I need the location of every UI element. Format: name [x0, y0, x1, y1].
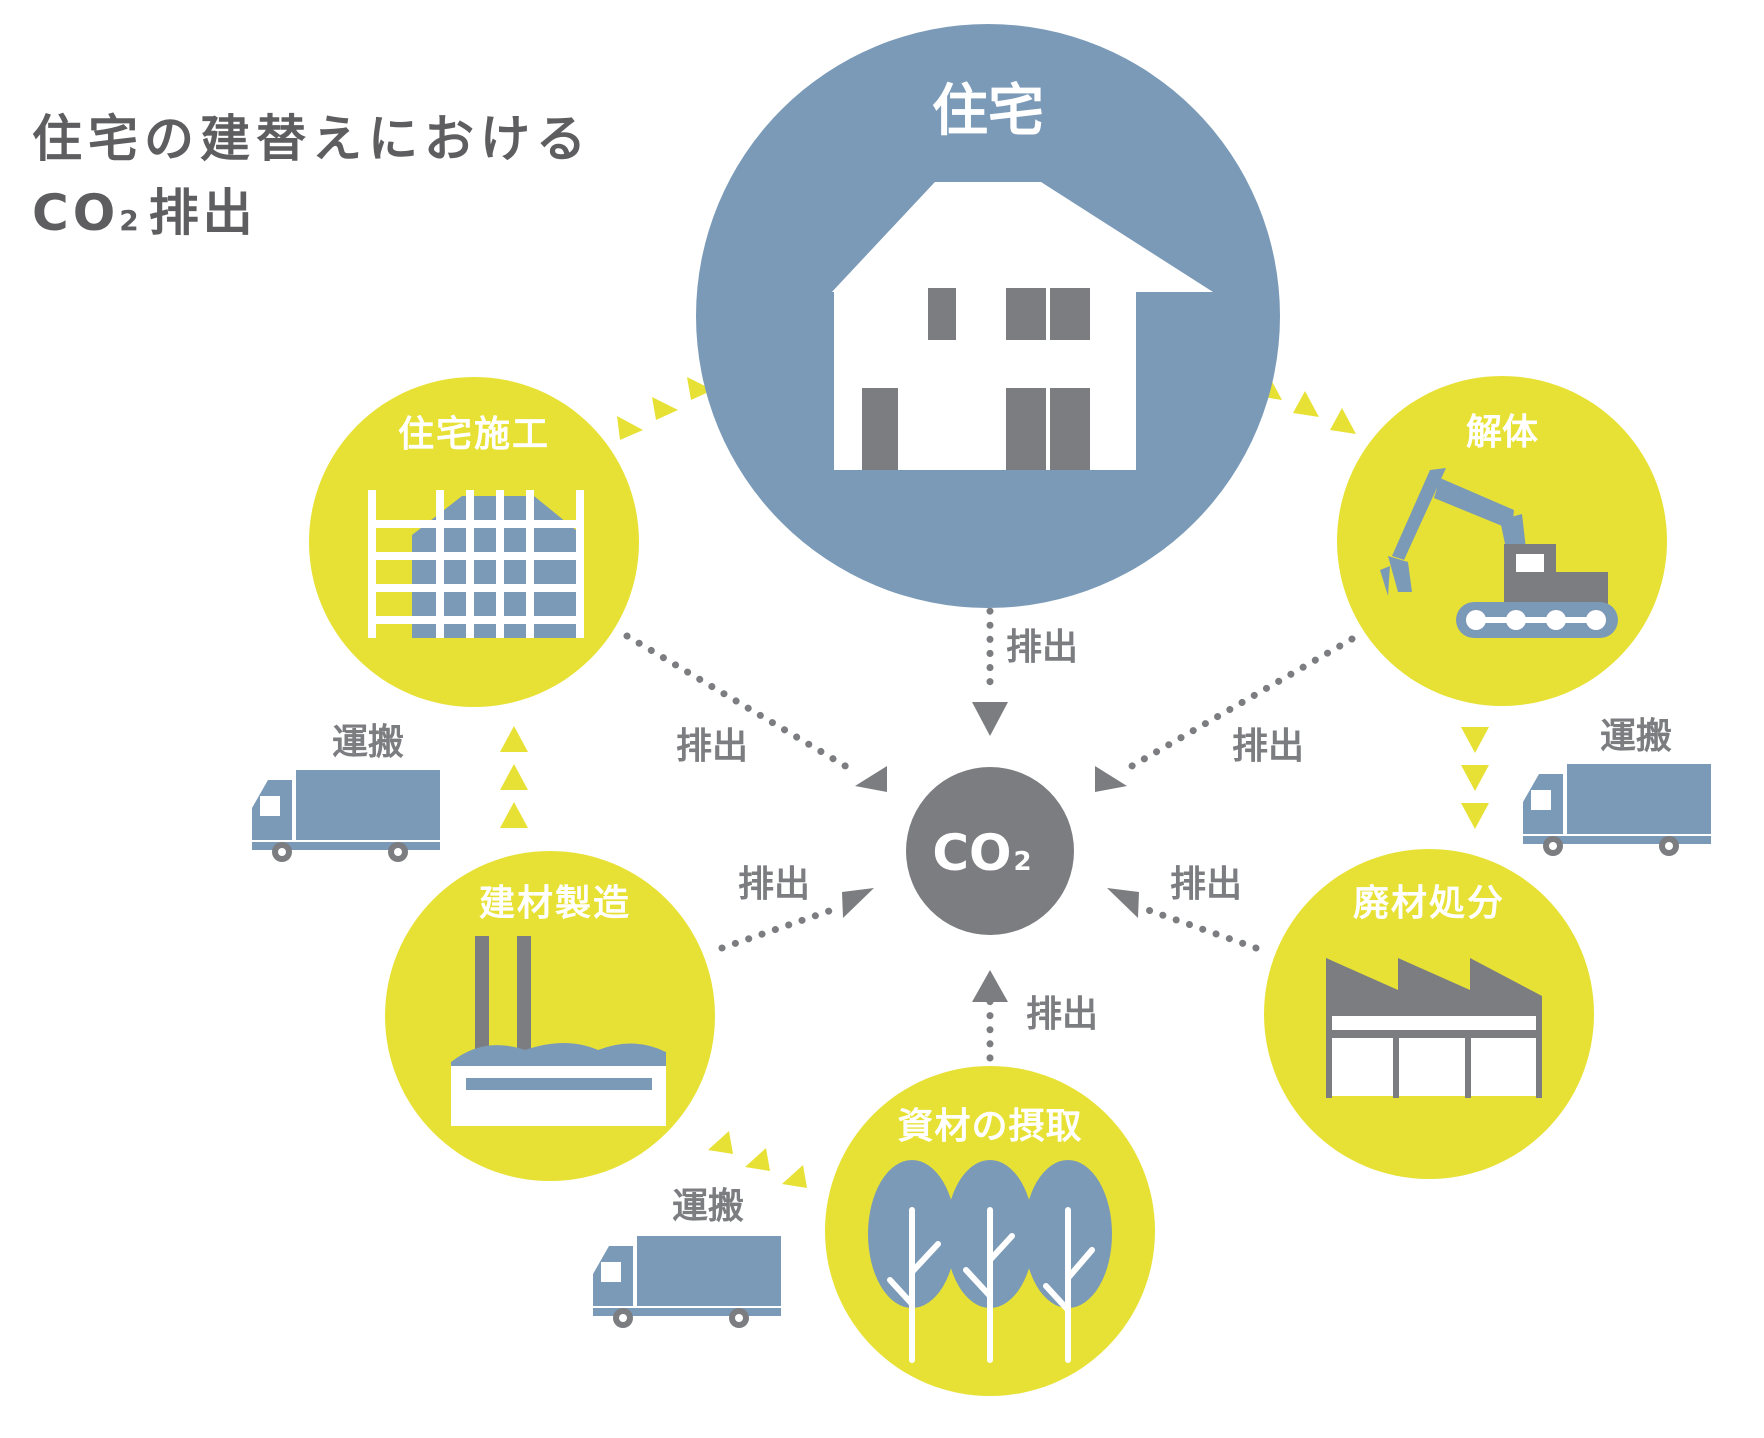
- flow-arrow: [500, 764, 528, 790]
- co2-label: CO2: [932, 824, 1031, 882]
- edge-label-demolition: 排出: [1232, 726, 1304, 767]
- arrowhead-extraction: [972, 970, 1008, 1002]
- node-construction: 住宅施工: [309, 377, 639, 707]
- flow-arrow: [1461, 803, 1489, 829]
- trees-icon: [868, 1160, 1112, 1363]
- flow-arrow: [1461, 765, 1489, 791]
- flow-arrow: [1461, 727, 1489, 753]
- factory-sawtooth-icon: [1326, 958, 1542, 1098]
- emission-line-manufacturing: [718, 906, 836, 952]
- factory-chimney-icon: [451, 936, 666, 1126]
- arrowhead-manufacturing: [842, 888, 874, 918]
- emission-line-demolition: [1121, 635, 1356, 774]
- truck-icon: [252, 770, 440, 862]
- node-co2: CO2: [906, 767, 1074, 935]
- arrowhead-disposal: [1107, 888, 1139, 918]
- demolition-label: 解体: [1466, 412, 1538, 453]
- truck-icon: [593, 1236, 781, 1328]
- node-demolition: 解体: [1337, 376, 1667, 706]
- extraction-label: 資材の摂取: [897, 1106, 1082, 1147]
- transport-label-left: 運搬: [332, 722, 404, 763]
- edge-label-extraction: 排出: [1026, 994, 1098, 1035]
- flow-arrow: [687, 377, 713, 400]
- edge-label-disposal: 排出: [1170, 864, 1242, 905]
- truck-icon: [1523, 764, 1711, 856]
- emission-arrowheads: [842, 702, 1139, 1002]
- node-disposal: 廃材処分: [1264, 849, 1594, 1179]
- arrowhead-construction: [855, 766, 887, 792]
- flow-arrow: [1330, 408, 1356, 434]
- disposal-label: 廃材処分: [1353, 883, 1505, 924]
- transport-label-right: 運搬: [1600, 716, 1672, 757]
- co2-circle: [906, 767, 1074, 935]
- excavator-icon: [1380, 468, 1618, 638]
- house-frame-icon: [368, 490, 584, 638]
- construction-label: 住宅施工: [398, 413, 550, 455]
- edge-label-manufacturing: 排出: [738, 864, 810, 905]
- flow-arrow: [1293, 391, 1319, 417]
- manufacturing-label: 建材製造: [479, 883, 631, 924]
- flow-arrow: [617, 416, 643, 440]
- emission-line-construction: [623, 632, 856, 774]
- node-manufacturing: 建材製造: [385, 851, 715, 1181]
- transport-label-bottom: 運搬: [672, 1186, 744, 1227]
- arrowhead-house: [972, 702, 1008, 736]
- node-house: 住宅: [696, 24, 1280, 608]
- node-extraction: 資材の摂取: [825, 1066, 1155, 1396]
- transport-right: 運搬: [1523, 716, 1711, 856]
- edge-label-house: 排出: [1006, 627, 1078, 668]
- flow-arrow: [708, 1131, 733, 1154]
- flow-arrow: [500, 802, 528, 828]
- house-icon: [832, 182, 1213, 470]
- flow-arrow: [782, 1165, 807, 1188]
- transport-bottom: 運搬: [593, 1186, 781, 1328]
- house-label: 住宅: [932, 79, 1044, 144]
- flow-arrow: [500, 726, 528, 752]
- edge-label-construction: 排出: [676, 726, 748, 767]
- transport-left: 運搬: [252, 722, 440, 862]
- flow-arrow: [652, 397, 678, 420]
- arrowhead-demolition: [1095, 766, 1127, 792]
- emission-arrows: [623, 593, 1356, 1062]
- emission-line-disposal: [1144, 906, 1260, 952]
- flow-arrow: [745, 1148, 770, 1171]
- title-line-1: 住宅の建替えにおける: [32, 110, 592, 168]
